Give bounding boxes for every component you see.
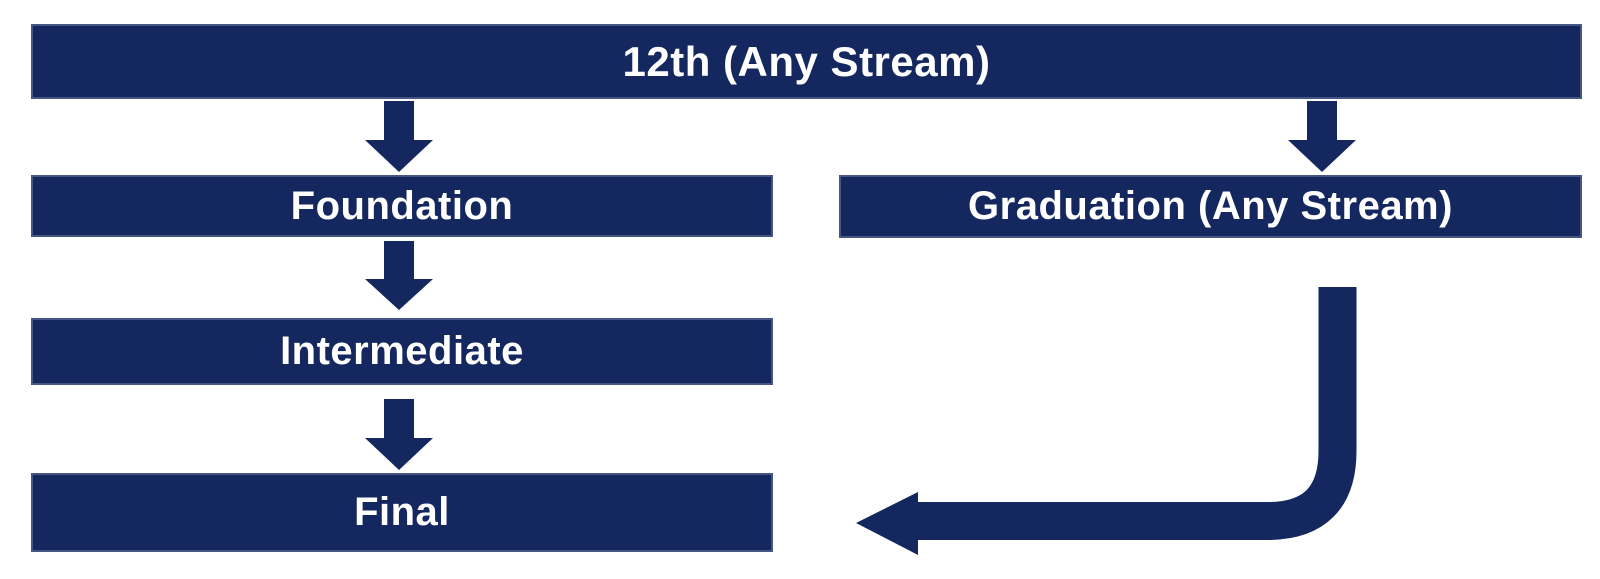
down-arrow-icon-intermediate-to-final [365,399,433,470]
node-12th-label: 12th (Any Stream) [622,37,991,85]
node-final: Final [31,473,773,552]
elbow-arrowhead-icon [856,492,918,555]
down-arrow-icon-foundation-to-intermediate [365,241,433,310]
down-arrow-icon-12th-to-foundation [365,101,433,172]
node-foundation-label: Foundation [290,183,514,228]
elbow-arrow-icon-graduation-to-final [916,287,1357,540]
node-intermediate: Intermediate [31,318,773,385]
node-12th-any-stream: 12th (Any Stream) [31,24,1582,99]
node-final-label: Final [354,490,450,534]
node-foundation: Foundation [31,175,773,237]
node-graduation-label: Graduation (Any Stream) [968,184,1453,228]
node-intermediate-label: Intermediate [280,329,524,373]
down-arrow-icon-12th-to-graduation [1288,101,1356,172]
node-graduation-any-stream: Graduation (Any Stream) [839,175,1582,238]
